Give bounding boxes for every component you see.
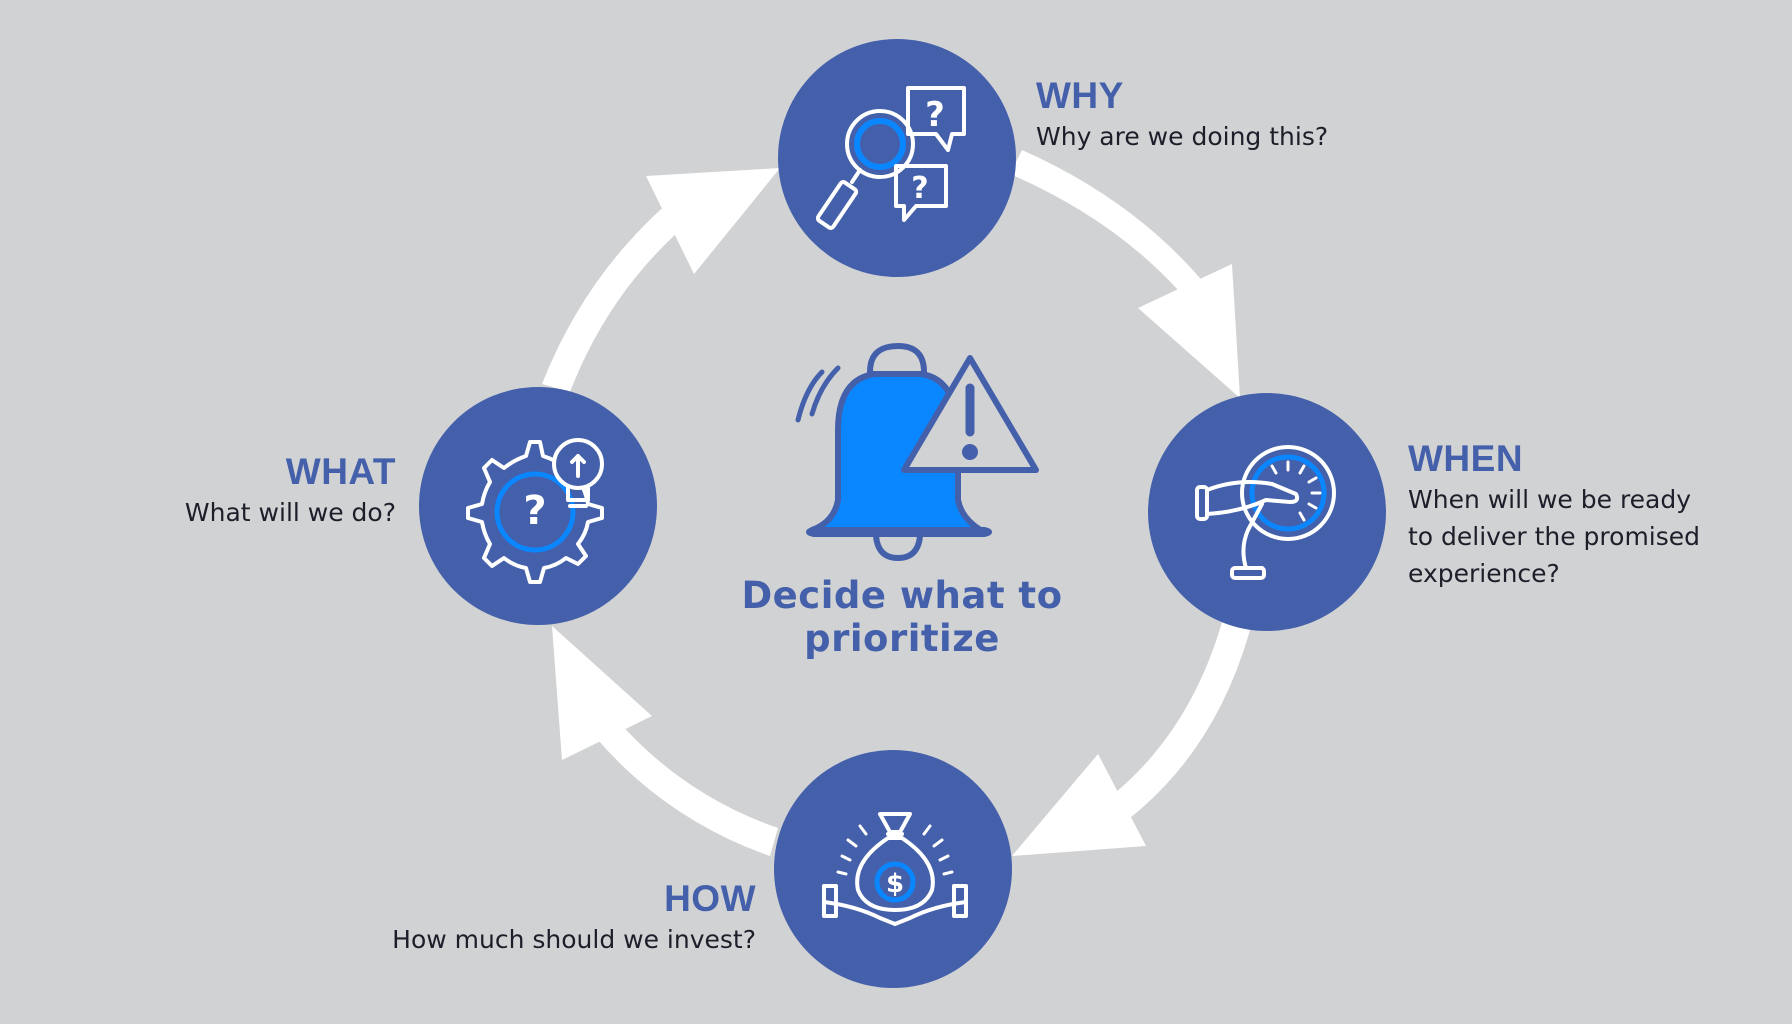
why-title: WHY [1036,75,1124,116]
alarm-bell-warning-icon [795,343,1039,561]
arrow-when-to-how [1090,622,1250,834]
what-label: WHAT What will we do? [185,450,396,531]
magnifier-questions-icon [815,86,966,230]
node-how: $ [774,750,1012,988]
arrow-what-to-why [542,196,694,392]
arrow-head-how-to-what [552,626,652,760]
arrow-head-when-to-how [1012,754,1146,856]
what-circle [419,387,657,625]
how-description: How much should we invest? [392,925,756,954]
dollar-sign-icon: $ [886,869,904,899]
node-when [1148,393,1386,631]
how-label: HOW How much should we invest? [392,877,756,958]
when-circle [1148,393,1386,631]
when-label: WHEN When will we be ready to deliver th… [1408,437,1708,592]
what-title: WHAT [285,451,396,492]
gear-question-bulb-icon [466,438,604,584]
what-description: What will we do? [184,498,396,527]
what-question-mark: ? [523,488,546,534]
hand-clock-icon [1195,445,1336,580]
why-question-mark-1: ? [925,95,945,135]
why-description: Why are we doing this? [1036,122,1329,151]
when-description: When will we be ready to deliver the pro… [1408,485,1701,588]
arrow-head-what-to-why [646,168,780,274]
node-why: ? ? [778,39,1016,277]
money-bag-hands-icon [822,812,968,926]
why-label: WHY Why are we doing this? [1036,74,1328,155]
arrow-head-why-to-when [1138,264,1240,398]
how-title: HOW [664,878,756,919]
node-what: ? [419,387,657,625]
why-question-mark-2: ? [911,171,928,206]
how-circle [774,750,1012,988]
when-title: WHEN [1408,438,1524,479]
center-title: Decide what to prioritize [741,574,1063,660]
arrow-how-to-what [574,694,778,856]
arrow-why-to-when [1010,150,1218,316]
cycle-arrows [542,150,1250,856]
